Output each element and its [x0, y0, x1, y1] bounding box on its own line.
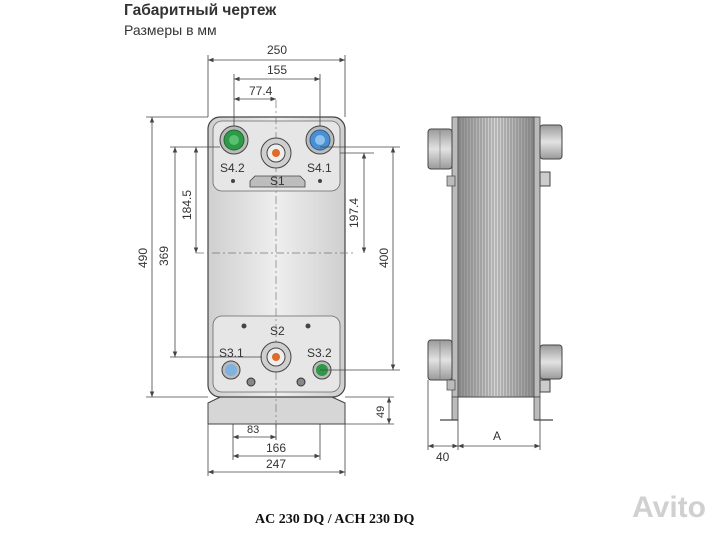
port-label-s4-1: S4.1	[307, 161, 332, 175]
page-subtitle: Размеры в мм	[124, 22, 217, 38]
port-label-s4-2: S4.2	[220, 161, 245, 175]
dim-side-length: A	[493, 429, 501, 443]
dim-side-depth: 40	[436, 450, 450, 464]
dim-center-offset: 77.4	[249, 84, 273, 98]
dim-port-pitch: 155	[267, 63, 287, 77]
dim-foot-offset: 83	[247, 424, 259, 436]
dim-plate-pitch: 400	[377, 248, 391, 268]
port-s4-2-icon	[219, 125, 249, 155]
nozzle-left-bottom-icon	[427, 339, 453, 381]
dim-foot-hole-pitch: 166	[266, 441, 286, 455]
port-s4-1-icon	[305, 125, 335, 155]
dim-foot-height: 49	[375, 406, 387, 418]
port-label-s3-1: S3.1	[219, 346, 244, 360]
dim-height-ports: 369	[157, 246, 171, 266]
side-view	[427, 116, 563, 421]
dim-upper-to-center: 184.5	[180, 190, 194, 220]
dim-foot-width: 247	[266, 457, 286, 471]
port-label-s3-2: S3.2	[307, 346, 332, 360]
front-dimensions	[146, 55, 400, 476]
side-dimensions	[427, 380, 541, 450]
port-label-s2: S2	[270, 324, 285, 338]
port-label-s1: S1	[270, 174, 285, 188]
dim-height-total: 490	[136, 248, 150, 268]
model-caption: AC 230 DQ / ACH 230 DQ	[255, 512, 415, 527]
front-view: S4.2 S4.1 S1 S2 S3.1 S3.2	[196, 100, 356, 440]
port-s3-1-icon	[221, 360, 241, 380]
nozzle-right-top-icon	[539, 124, 563, 187]
page-title: Габаритный чертеж	[124, 2, 277, 19]
port-s2-icon	[260, 341, 292, 373]
nozzle-left-top-icon	[427, 128, 453, 170]
dim-center-to-s1: 197.4	[347, 198, 361, 228]
port-s1-icon	[260, 137, 292, 169]
avito-watermark: Avito	[632, 491, 706, 524]
dim-width-top: 250	[267, 43, 287, 57]
nozzle-right-bottom-icon	[539, 344, 563, 393]
